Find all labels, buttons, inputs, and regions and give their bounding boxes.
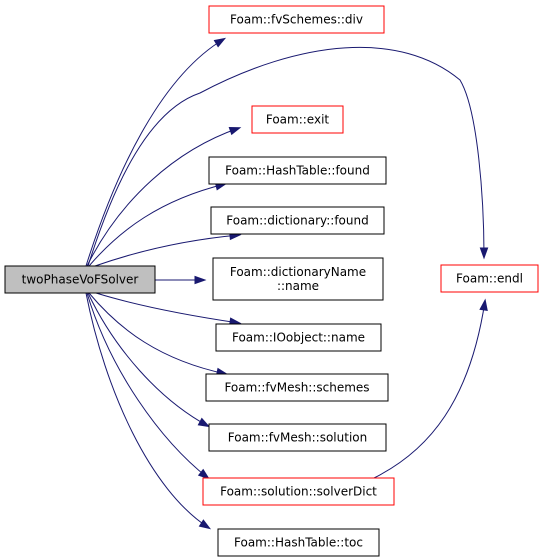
node-label: Foam::fvMesh::solution [228, 431, 367, 445]
node-box [202, 477, 395, 506]
edge-arrowhead [197, 468, 210, 480]
edge-line [86, 127, 240, 267]
node-label: Foam::HashTable::found [225, 164, 370, 178]
node-box [212, 257, 384, 301]
edge-line [87, 292, 209, 427]
edge-root-to-solverdict [86, 292, 210, 480]
node-label: Foam::dictionary::found [226, 214, 368, 228]
node-box [208, 5, 385, 34]
node-solution[interactable]: Foam::fvMesh::solution [208, 423, 387, 452]
edge-line [85, 38, 225, 267]
edge-root-to-div [85, 37, 227, 267]
edge-line [94, 234, 240, 267]
edge-root-to-dictname-name [155, 275, 207, 285]
node-ioobject-name[interactable]: Foam::IOobject::name [215, 323, 382, 352]
node-root[interactable]: twoPhaseVoFSolver [4, 265, 156, 294]
node-exit[interactable]: Foam::exit [251, 105, 344, 134]
edge-line [95, 292, 240, 324]
edge-line [373, 300, 486, 479]
node-box [251, 105, 344, 134]
edge-root-to-endl [87, 46, 489, 267]
node-box [215, 323, 382, 352]
edge-root-to-solution [87, 292, 211, 428]
node-label: Foam::HashTable::toc [234, 536, 363, 550]
edge-arrowhead [197, 417, 211, 428]
node-box [210, 206, 385, 235]
edge-root-to-ht-found [88, 182, 228, 267]
node-box [4, 265, 156, 294]
node-box [440, 264, 539, 293]
edge-solverdict-to-endl [373, 298, 488, 479]
edge-root-to-toc [85, 292, 212, 530]
node-label: Foam::IOobject::name [232, 331, 365, 345]
node-ht-found[interactable]: Foam::HashTable::found [208, 156, 387, 185]
edge-arrowhead [213, 37, 227, 48]
node-box [217, 528, 380, 557]
node-label: Foam::fvSchemes::div [230, 13, 363, 27]
edge-arrowhead [228, 127, 242, 136]
node-label: twoPhaseVoFSolver [22, 273, 139, 287]
node-label: ::name [277, 279, 319, 293]
edge-line [86, 292, 209, 479]
node-endl[interactable]: Foam::endl [440, 264, 539, 293]
edge-arrowhead [479, 298, 488, 312]
edge-line [87, 46, 485, 267]
edge-root-to-schemes [88, 292, 229, 377]
node-label: Foam::fvMesh::schemes [224, 381, 369, 395]
edge-arrowhead [479, 247, 489, 260]
node-solverdict[interactable]: Foam::solution::solverDict [202, 477, 395, 506]
edge-line [88, 292, 227, 375]
node-box [208, 423, 387, 452]
node-label: Foam::endl [456, 272, 523, 286]
node-label: Foam::exit [266, 113, 330, 127]
edge-line [85, 292, 210, 529]
node-div[interactable]: Foam::fvSchemes::div [208, 5, 385, 34]
node-label: Foam::dictionaryName [230, 265, 366, 279]
edge-arrowhead [194, 275, 207, 285]
node-toc[interactable]: Foam::HashTable::toc [217, 528, 380, 557]
edge-arrowhead [198, 519, 212, 530]
node-dictname-name[interactable]: Foam::dictionaryName::name [212, 257, 384, 301]
node-box [208, 156, 387, 185]
node-dict-found[interactable]: Foam::dictionary::found [210, 206, 385, 235]
node-schemes[interactable]: Foam::fvMesh::schemes [205, 373, 389, 402]
node-box [205, 373, 389, 402]
nodes-layer: twoPhaseVoFSolver Foam::fvSchemes::divFoa… [4, 5, 539, 557]
node-label: Foam::solution::solverDict [220, 485, 377, 499]
edge-root-to-exit [86, 127, 242, 267]
edge-line [88, 183, 226, 267]
